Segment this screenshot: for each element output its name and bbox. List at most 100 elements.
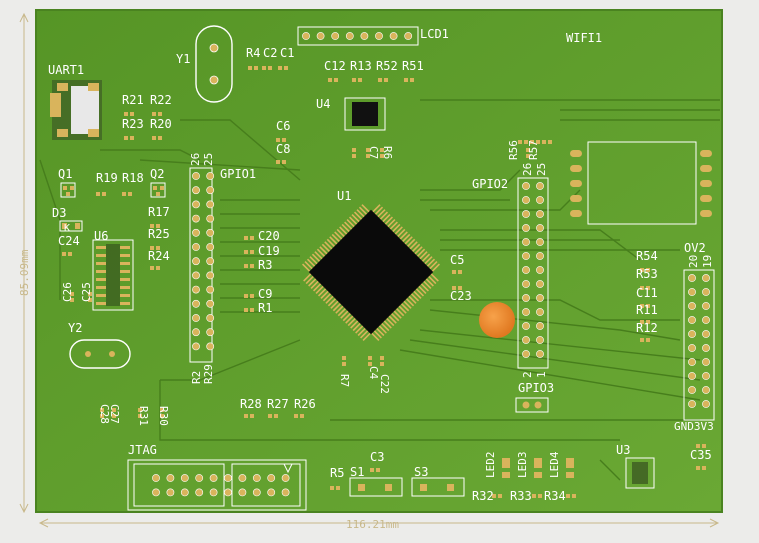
label-c5: C5 — [450, 253, 464, 267]
gpio1-pin — [206, 243, 215, 251]
u1-pin — [311, 253, 322, 264]
smd-pad — [284, 66, 288, 70]
height-dimension — [19, 12, 29, 514]
u6-pin — [96, 254, 106, 257]
smd-pad — [458, 270, 462, 274]
label-r5: R5 — [330, 466, 344, 480]
smd-pad — [70, 298, 74, 302]
gpio2-pin — [536, 238, 544, 246]
label-c12: C12 — [324, 59, 346, 73]
lcd1-pin — [302, 32, 310, 40]
gpio1-pin — [192, 285, 200, 294]
smd-pad — [530, 140, 534, 144]
u1-pin — [306, 258, 317, 269]
gpio2-pin — [522, 196, 530, 204]
smd-pad — [150, 224, 154, 228]
label-y1: Y1 — [176, 52, 190, 66]
smd-pad — [542, 140, 546, 144]
label-gpio3: GPIO3 — [518, 381, 554, 395]
u6-pin — [120, 286, 130, 289]
trace — [159, 380, 620, 441]
ov2-pin — [688, 330, 696, 338]
trace — [420, 169, 521, 191]
gpio1-pin — [206, 314, 215, 322]
gpio1-pin — [206, 328, 215, 337]
u1-pin — [415, 248, 426, 259]
u1-pin — [413, 246, 423, 256]
ov2-header — [683, 269, 715, 421]
label-r13: R13 — [350, 59, 372, 73]
smd-pad — [566, 494, 570, 498]
u1-pin — [392, 309, 402, 319]
led-indicators — [502, 458, 574, 478]
label-r53: R53 — [636, 267, 658, 281]
gpio2-pin — [536, 266, 544, 274]
width-dimension-label: 116.21mm — [346, 518, 399, 531]
smd-pad — [130, 112, 134, 116]
u1-pin — [346, 218, 357, 229]
u1-pin — [400, 233, 411, 244]
jtag-pin — [224, 474, 232, 482]
gpio1-pin — [192, 257, 200, 266]
u1-pin — [345, 314, 355, 324]
gpio1-pin — [206, 214, 215, 223]
label-u4: U4 — [316, 97, 330, 111]
gpio2-pin — [536, 252, 544, 260]
label-r31: R31 — [137, 406, 150, 426]
u1-pin — [331, 233, 342, 244]
u6-pin — [96, 246, 106, 249]
uart1-connector — [50, 80, 102, 140]
smd-pad — [532, 494, 536, 498]
u1-pin — [405, 238, 416, 249]
trace — [160, 339, 301, 381]
gpio1-pin — [192, 172, 200, 180]
ov2-pin — [702, 288, 710, 296]
smd-pad — [268, 66, 272, 70]
u1-pin — [326, 238, 337, 249]
smd-pad — [640, 268, 644, 272]
wifi1-pad — [570, 195, 582, 202]
ov2-pin — [688, 400, 696, 408]
smd-pad — [380, 154, 384, 158]
jtag-pin — [238, 488, 247, 497]
u1-pin — [310, 279, 321, 290]
jtag-header — [127, 459, 307, 511]
label-r34: R34 — [544, 489, 566, 503]
label-c19: C19 — [258, 244, 280, 258]
smd-pad — [130, 136, 134, 140]
u1-pin — [332, 301, 343, 312]
label-r32: R32 — [472, 489, 494, 503]
u6-pin — [96, 302, 106, 305]
ov2-pin — [702, 372, 710, 380]
ov2-pin — [702, 400, 710, 408]
ov2-pin — [688, 288, 696, 296]
u1-pin — [414, 286, 425, 297]
u1-pin — [424, 276, 434, 287]
gpio3-header — [515, 397, 549, 413]
u1-pin — [416, 284, 427, 294]
gpio2-pin — [536, 196, 544, 204]
smd-pad — [384, 78, 388, 82]
u6-pin — [120, 302, 130, 305]
d3-diode — [59, 220, 83, 232]
lcd1-pin — [345, 32, 354, 40]
u1-pin — [429, 272, 439, 282]
smd-pad — [138, 414, 142, 418]
smd-pad — [96, 192, 100, 196]
gpio1-pin — [206, 172, 215, 180]
u1-pin — [351, 214, 362, 224]
jtag-pin — [281, 488, 290, 497]
label-r52: R52 — [376, 59, 398, 73]
smd-pad — [696, 466, 700, 470]
gpio1-pin — [192, 271, 200, 280]
jtag-pin — [281, 474, 290, 482]
label-pin26-gpio2: 26 — [521, 163, 534, 176]
label-r20: R20 — [150, 117, 172, 131]
u1-pin — [314, 251, 324, 261]
lcd1-pin — [360, 32, 369, 40]
gpio2-pin — [536, 224, 544, 232]
smd-pad — [358, 78, 362, 82]
smd-pad — [696, 444, 700, 448]
smd-pad — [112, 408, 116, 412]
smd-pad — [262, 66, 266, 70]
